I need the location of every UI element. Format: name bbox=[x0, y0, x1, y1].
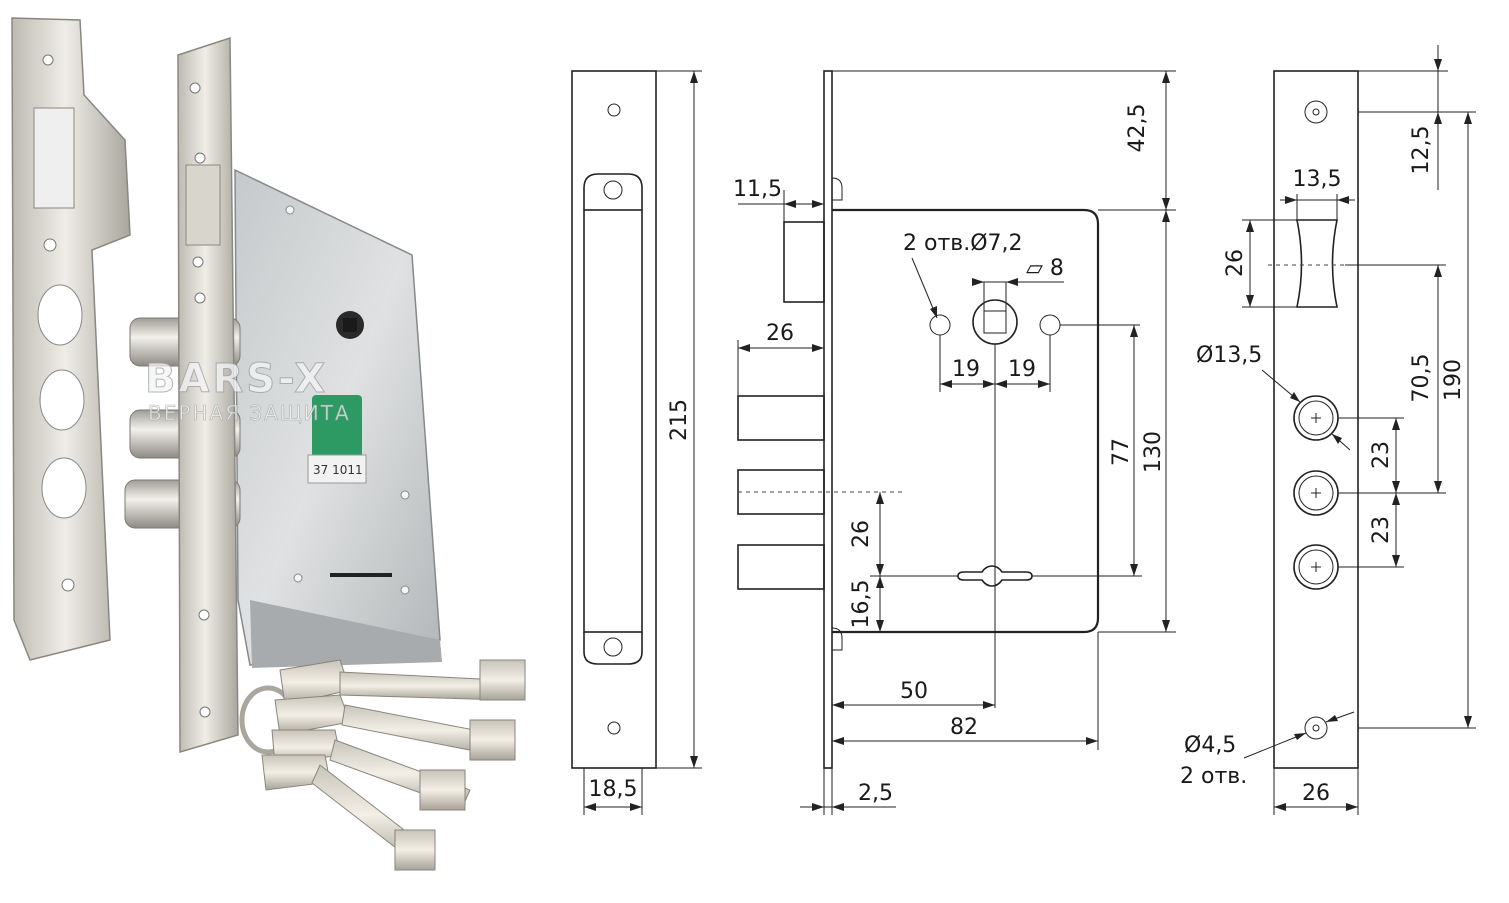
faceplate-thickness-label: 2,5 bbox=[858, 781, 893, 806]
faceplate-view: 12,5 13,5 26 Ø13,5 70,5 190 23 bbox=[1180, 45, 1476, 815]
lock-case: 37 1011 bbox=[234, 168, 442, 668]
bolt-spacing-1-label: 23 bbox=[1369, 441, 1394, 469]
holes-label: 2 отв.Ø7,2 bbox=[903, 231, 1023, 256]
latch-to-bolt-label: 70,5 bbox=[1409, 354, 1434, 403]
hole-spacing-label: 190 bbox=[1441, 359, 1466, 401]
body-height-label: 130 bbox=[1141, 431, 1166, 473]
front-view: 215 18,5 bbox=[571, 70, 702, 815]
front-height-label: 215 bbox=[667, 399, 692, 441]
watermark: BARS-X ВЕРНАЯ ЗАЩИТА bbox=[145, 356, 351, 426]
spindle-label: ▱ 8 bbox=[1026, 256, 1064, 281]
latch-height-label: 26 bbox=[1223, 249, 1248, 277]
lock-photo: 37 1011 bbox=[11, 17, 526, 871]
screw-count-label: 2 отв. bbox=[1180, 764, 1247, 789]
strike-plate bbox=[11, 17, 131, 661]
lock-faceplate bbox=[177, 36, 239, 754]
bolt-diameter-label: Ø13,5 bbox=[1196, 343, 1262, 368]
spindle-hole-left-label: 19 bbox=[952, 357, 980, 382]
side-view: 42,5 130 77 11,5 26 2 отв.Ø7,2 ▱ 8 19 19 bbox=[733, 70, 1176, 815]
front-width-label: 18,5 bbox=[589, 777, 638, 802]
bolt-projection-label: 26 bbox=[766, 321, 794, 346]
watermark-brand: BARS-X bbox=[145, 356, 328, 402]
latch-projection-label: 11,5 bbox=[733, 177, 782, 202]
bolt-spacing-label: 26 bbox=[849, 520, 874, 548]
faceplate-width-label: 26 bbox=[1302, 781, 1330, 806]
keyhole-bottom-label: 16,5 bbox=[849, 580, 874, 629]
body-depth-label: 82 bbox=[950, 715, 978, 740]
latch-width-label: 13,5 bbox=[1293, 167, 1342, 192]
backset-label: 50 bbox=[900, 679, 928, 704]
key-bunch bbox=[239, 659, 526, 871]
bolt-spacing-2-label: 23 bbox=[1369, 516, 1394, 544]
top-hole-label: 12,5 bbox=[1409, 126, 1434, 175]
watermark-tagline: ВЕРНАЯ ЗАЩИТА bbox=[148, 401, 351, 425]
screw-diameter-label: Ø4,5 bbox=[1184, 733, 1236, 758]
spindle-hole-right-label: 19 bbox=[1008, 357, 1036, 382]
top-offset-label: 42,5 bbox=[1125, 104, 1150, 153]
case-label-code: 37 1011 bbox=[313, 463, 363, 477]
spindle-to-keyhole-label: 77 bbox=[1109, 438, 1134, 466]
